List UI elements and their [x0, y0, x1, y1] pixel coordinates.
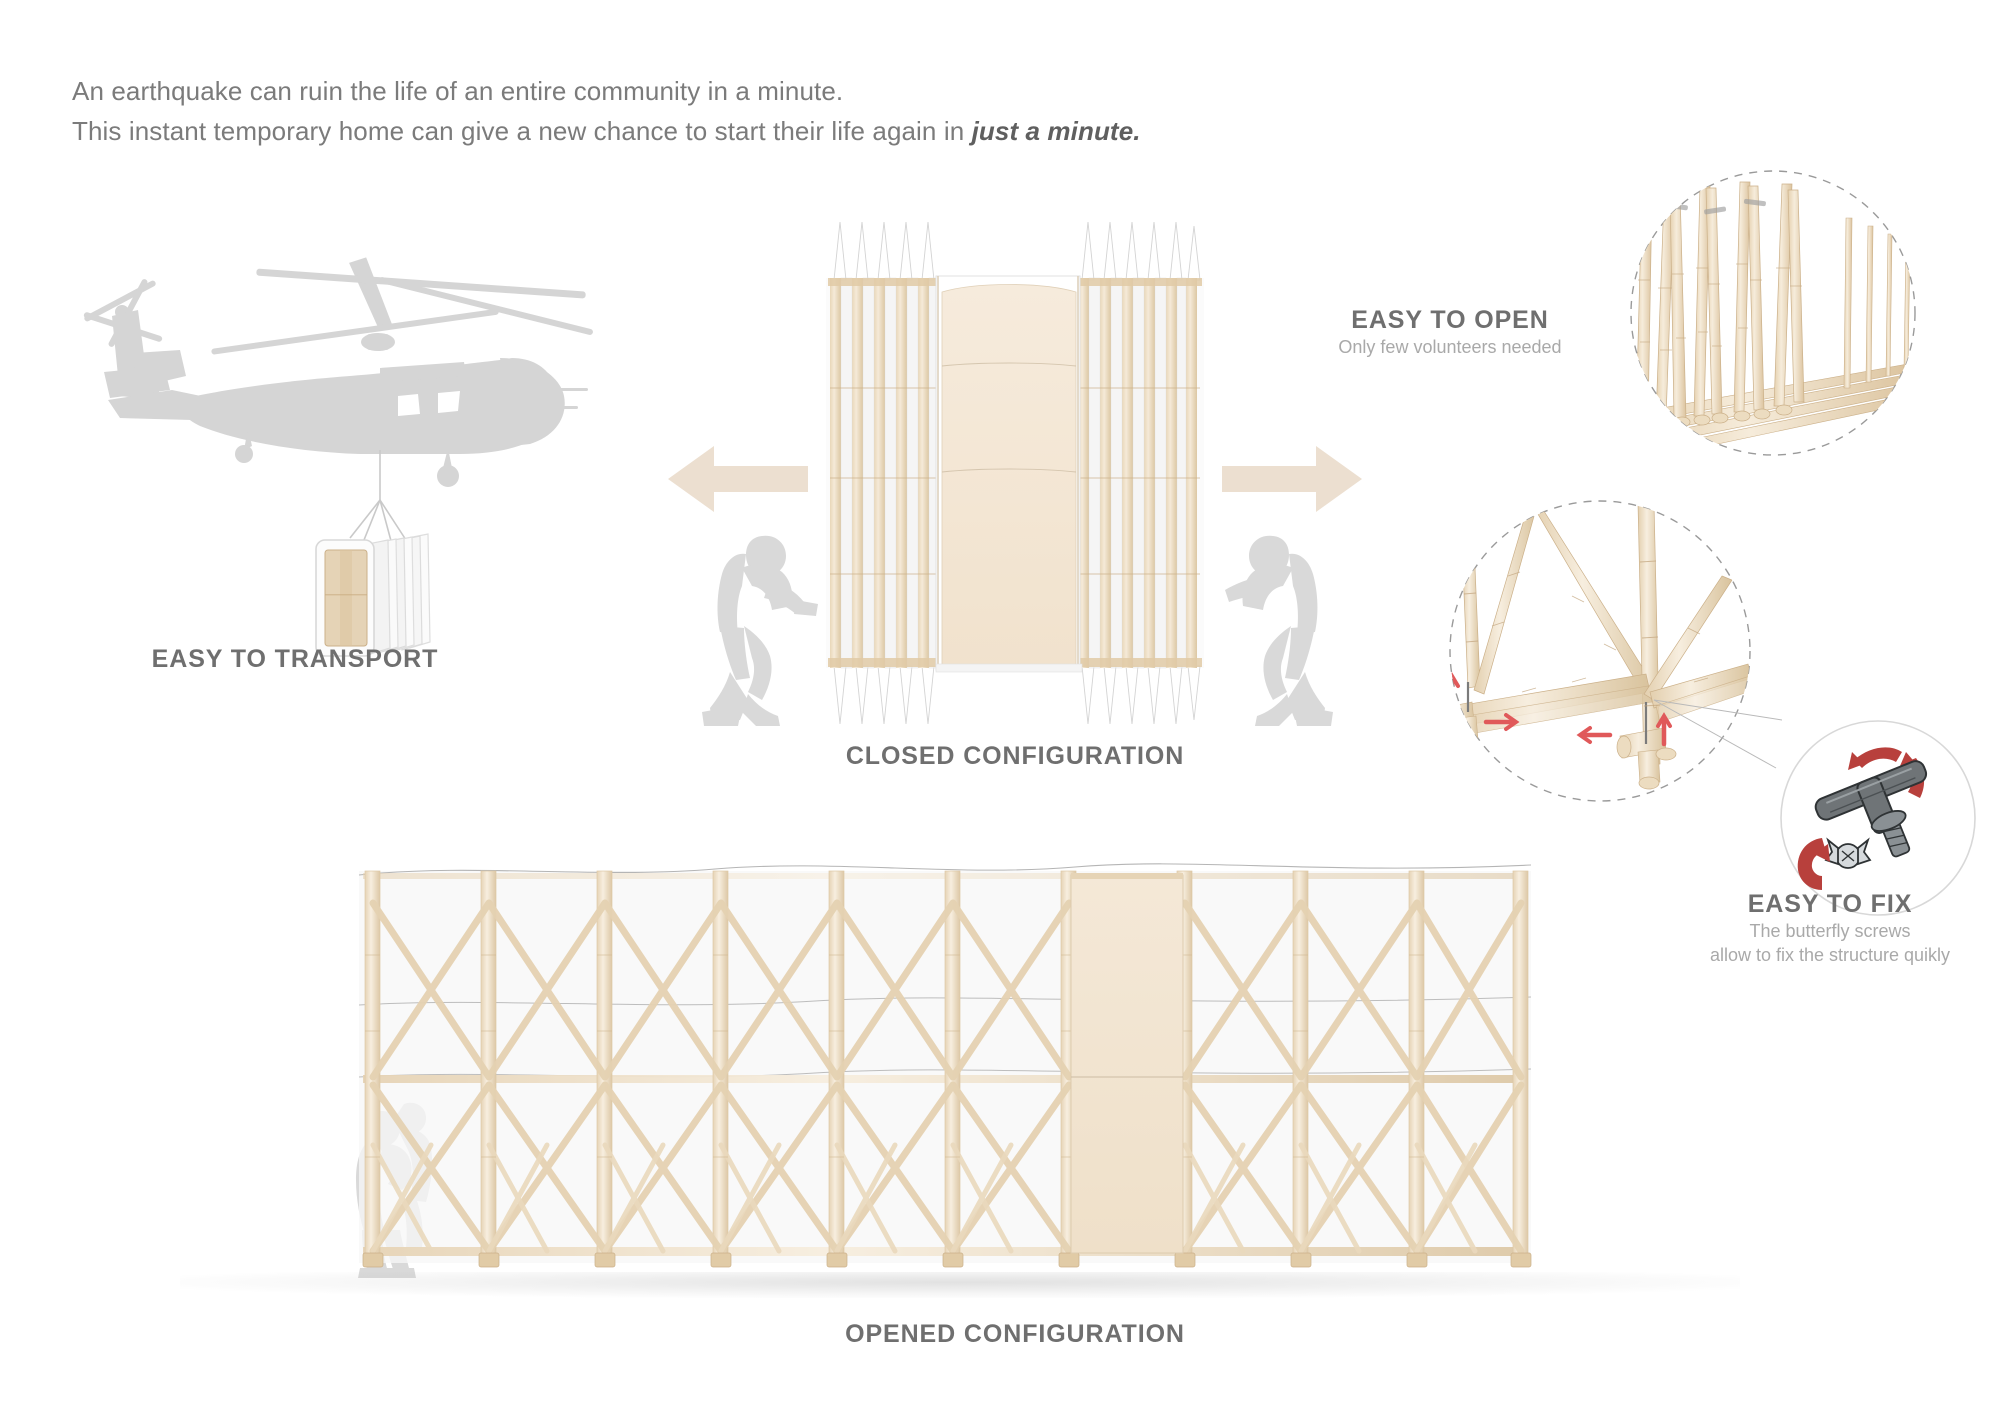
closed-fold-stack-right — [1076, 221, 1202, 725]
easy-to-fix-title: EASY TO FIX — [1747, 890, 1913, 918]
ground-shadow — [180, 1272, 1740, 1298]
arrow-left-icon — [668, 446, 808, 512]
easy-to-fix-joint-illustration — [1432, 496, 1783, 806]
intro-text-block: An earthquake can ruin the life of an en… — [72, 72, 1372, 151]
callout-lines — [1653, 699, 1783, 769]
closed-configuration-illustration — [820, 218, 1210, 728]
butterfly-nut — [1824, 837, 1872, 869]
bamboo-perspective-drawing — [1630, 170, 1916, 456]
closed-configuration-caption: CLOSED CONFIGURATION — [790, 742, 1240, 771]
easy-to-fix-subtitle-line-2: allow to fix the structure quikly — [1709, 945, 1951, 966]
screw-shaft — [1870, 810, 1911, 858]
folded-package — [315, 533, 431, 657]
dashed-circle-outline — [1449, 500, 1751, 802]
transport-title: EASY TO TRANSPORT — [151, 645, 439, 673]
easy-to-open-subtitle: Only few volunteers needed — [1338, 337, 1562, 357]
transport-illustration — [60, 250, 620, 710]
easy-to-open-caption: EASY TO OPEN Only few volunteers needed — [1290, 306, 1610, 359]
person-pulling-silhouette — [702, 535, 818, 726]
opened-configuration-caption: OPENED CONFIGURATION — [790, 1320, 1240, 1349]
intro-line-2: This instant temporary home can give a n… — [72, 112, 1372, 152]
helicopter-icon — [83, 257, 593, 657]
opened-entrance-panel — [1070, 873, 1184, 1254]
bamboo-joint-drawing — [1449, 500, 1783, 802]
opened-configuration-title: OPENED CONFIGURATION — [845, 1320, 1185, 1348]
opened-configuration-drawing — [358, 863, 1532, 1268]
easy-to-fix-caption: EASY TO FIX The butterfly screws allow t… — [1660, 890, 2000, 968]
closed-fold-stack-left — [828, 221, 940, 725]
rotation-arrow-red — [1848, 747, 1902, 770]
closed-configuration-drawing — [826, 221, 1204, 725]
butterfly-screw-detail — [1778, 718, 1978, 918]
easy-to-fix-subtitle-line-1: The butterfly screws — [1749, 921, 1911, 941]
arrow-right-icon — [1222, 446, 1362, 512]
intro-line-2-normal: This instant temporary home can give a n… — [72, 115, 972, 146]
rotation-arrow-red-3 — [1797, 838, 1830, 890]
intro-line-2-emphasis: just a minute. — [971, 115, 1141, 146]
person-pushing-silhouette — [1225, 535, 1333, 726]
closed-configuration-title: CLOSED CONFIGURATION — [845, 742, 1185, 770]
intro-line-1: An earthquake can ruin the life of an en… — [72, 76, 844, 106]
easy-to-open-illustration — [1608, 168, 1938, 458]
opened-configuration-illustration — [355, 845, 1535, 1285]
butterfly-screw-icon — [1780, 720, 1976, 916]
easy-to-open-title: EASY TO OPEN — [1351, 306, 1549, 334]
dashed-circle-outline — [1630, 170, 1916, 456]
transport-caption: EASY TO TRANSPORT — [95, 645, 495, 674]
closed-center-fabric-panel — [935, 275, 1083, 673]
